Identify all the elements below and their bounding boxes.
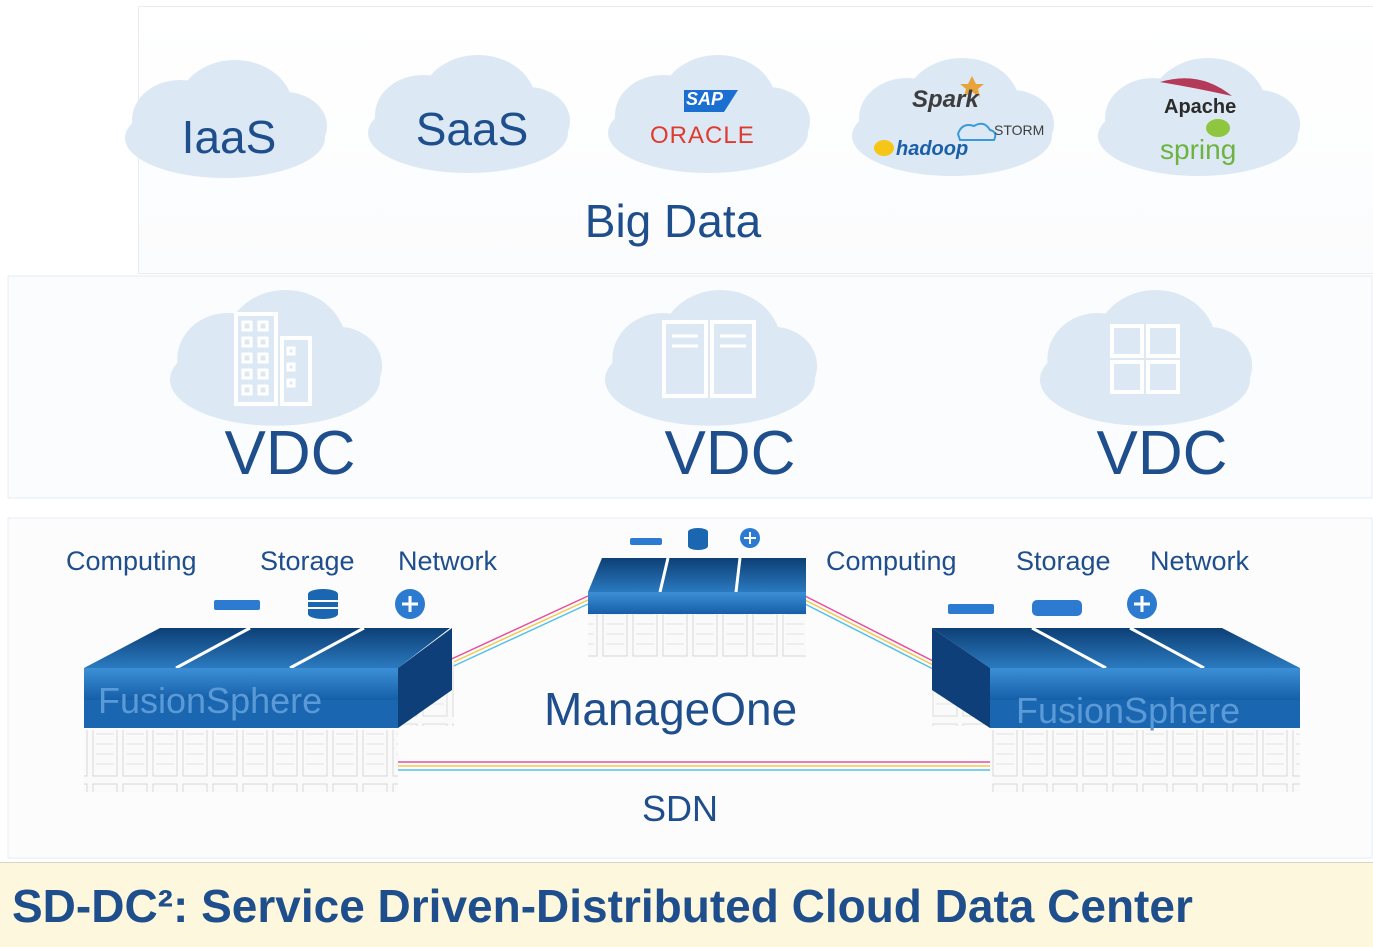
buildings-icon [234, 312, 312, 406]
sap-logo-text: SAP [686, 89, 724, 109]
right-fusionsphere-label: FusionSphere [1016, 690, 1241, 731]
title-bar: SD-DC²: Service Driven-Distributed Cloud… [0, 862, 1373, 947]
left-network-label: Network [398, 546, 498, 576]
center-server-racks [588, 614, 806, 658]
oracle-logo-text: ORACLE [650, 122, 755, 149]
left-resource-block [84, 628, 450, 668]
manageone-block [588, 558, 806, 592]
computing-icon-left [214, 600, 260, 610]
spark-logo-text: Spark [912, 86, 979, 113]
storm-icon [956, 122, 997, 141]
left-computing-label: Computing [66, 546, 197, 576]
storage-icon-right [1032, 600, 1082, 616]
storage-icon-center [688, 528, 708, 550]
spring-leaf-icon [1206, 119, 1230, 137]
apache-feather-icon [1160, 78, 1232, 96]
sdn-links [398, 595, 990, 771]
server-rack-icon [662, 320, 756, 398]
spark-star-icon [960, 76, 984, 97]
storm-logo-text: STORM [994, 122, 1045, 138]
right-server-racks [990, 730, 1300, 792]
manageone-label: ManageOne [544, 683, 798, 735]
vdc-label-1: VDC [224, 419, 356, 488]
vdc-label-3: VDC [1096, 419, 1228, 488]
right-network-label: Network [1150, 546, 1250, 576]
apache-logo-text: Apache [1164, 96, 1237, 118]
big-data-caption: Big Data [584, 195, 762, 247]
network-router-icon-left [395, 589, 425, 619]
computing-icon-center [630, 538, 662, 545]
page-title: SD-DC²: Service Driven-Distributed Cloud… [12, 880, 1193, 932]
cloud-label-iaas: IaaS [181, 111, 277, 163]
cloud-label-saas: SaaS [415, 103, 529, 155]
vdc-label-2: VDC [664, 419, 796, 488]
left-server-racks [84, 730, 398, 792]
left-fusionsphere-label: FusionSphere [98, 680, 323, 721]
network-router-icon-right [1127, 589, 1157, 619]
network-router-icon-center [740, 528, 760, 548]
right-resource-block [932, 628, 1300, 668]
sdn-label: SDN [642, 788, 719, 829]
left-storage-label: Storage [260, 546, 355, 576]
computing-icon-right [948, 604, 994, 614]
storage-icon-left [308, 589, 338, 619]
cloud-sap-oracle [608, 55, 810, 173]
right-storage-label: Storage [1016, 546, 1111, 576]
spring-logo-text: spring [1160, 134, 1237, 165]
right-computing-label: Computing [826, 546, 957, 576]
grid-apps-icon [1110, 324, 1180, 394]
hadoop-elephant-icon [874, 140, 894, 156]
hadoop-logo-text: hadoop [896, 138, 969, 160]
sap-logo-icon [684, 90, 738, 112]
